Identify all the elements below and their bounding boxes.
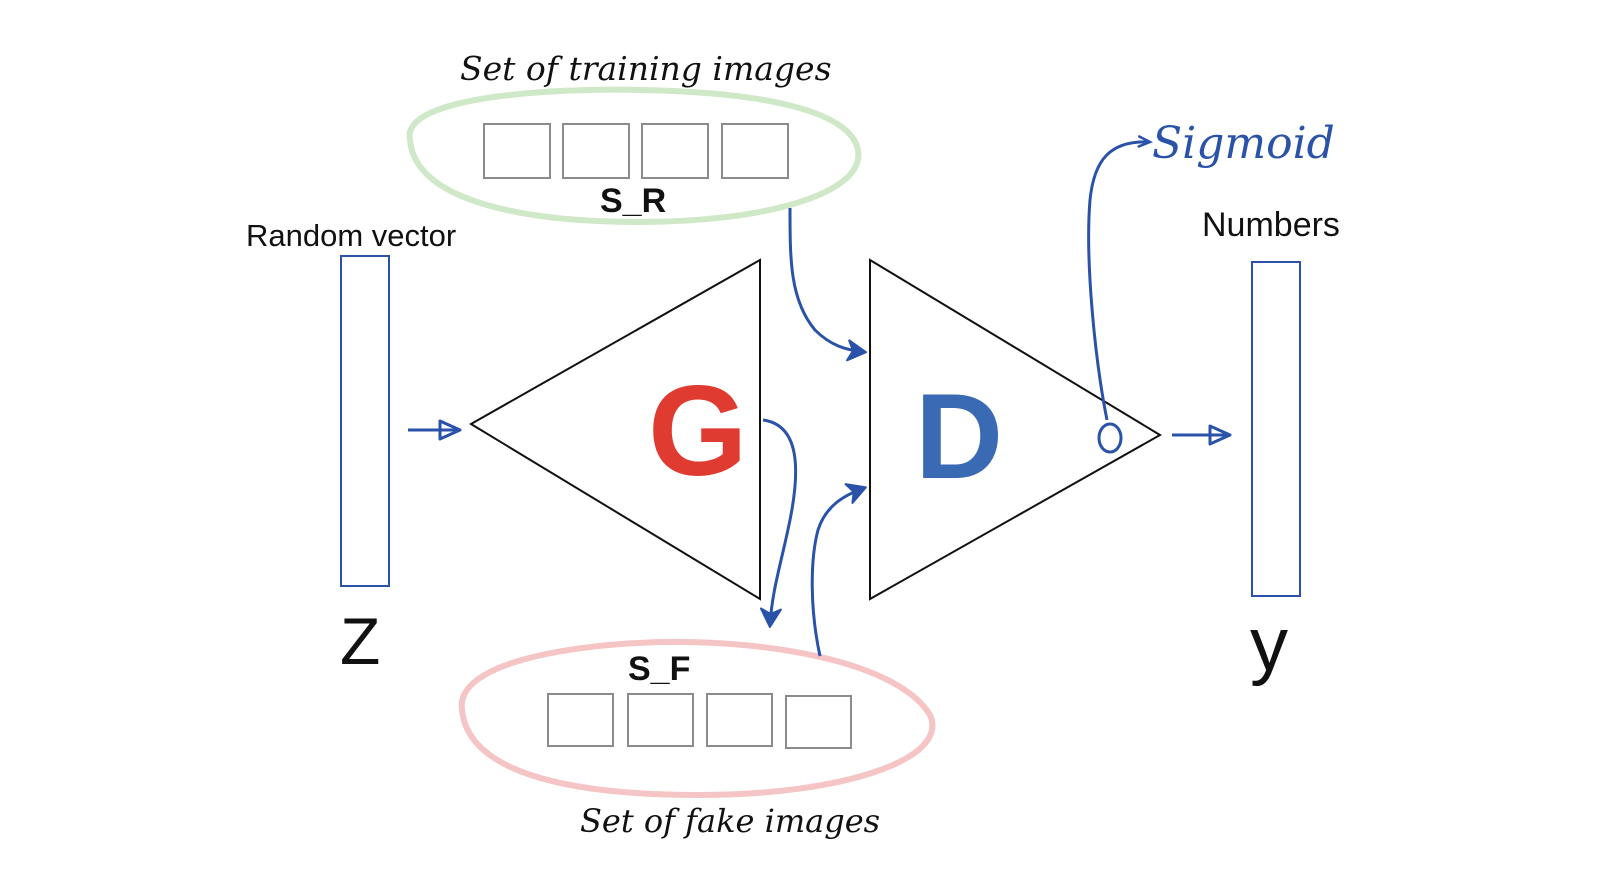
fake-image-box [706,693,773,747]
fake-set-caption: Set of fake images [580,802,880,840]
input-caption: Random vector [246,218,456,253]
discriminator-label: D [915,368,1003,504]
fake-image-set: S_F Set of fake images [458,638,936,840]
discriminator-triangle [869,258,1162,601]
output-symbol: y [1250,602,1288,687]
generator-label: G [648,360,748,503]
arrow-fake-set-to-discriminator [810,483,867,657]
fake-set-outline [458,638,936,799]
output-vector: Numbers y [1202,206,1340,687]
sigmoid-callout: Sigmoid [1087,118,1335,421]
output-vector-bar [1251,261,1301,597]
input-vector: Random vector Z [246,218,456,678]
sigmoid-node [1097,422,1123,454]
sigmoid-pointer [1087,142,1150,421]
real-set-outline [406,86,862,226]
real-image-set: Set of training images S_R [406,49,862,226]
discriminator: D [869,258,1162,601]
input-symbol: Z [340,604,380,678]
fake-image-box [547,693,614,747]
input-vector-bar [340,255,390,587]
arrow-generator-to-fake-set [759,418,798,628]
real-image-box [641,123,709,179]
real-image-box [483,123,551,179]
real-set-name: S_R [600,182,666,220]
generator: G [469,258,761,601]
fake-set-name: S_F [628,650,690,688]
generator-triangle [469,258,761,601]
sigmoid-label: Sigmoid [1152,118,1335,169]
fake-image-box [627,693,694,747]
arrow-real-set-to-discriminator [788,207,867,362]
real-set-caption: Set of training images [460,49,832,88]
output-caption: Numbers [1202,206,1340,244]
fake-image-box [785,695,852,749]
real-image-box [721,123,789,179]
real-image-box [562,123,630,179]
